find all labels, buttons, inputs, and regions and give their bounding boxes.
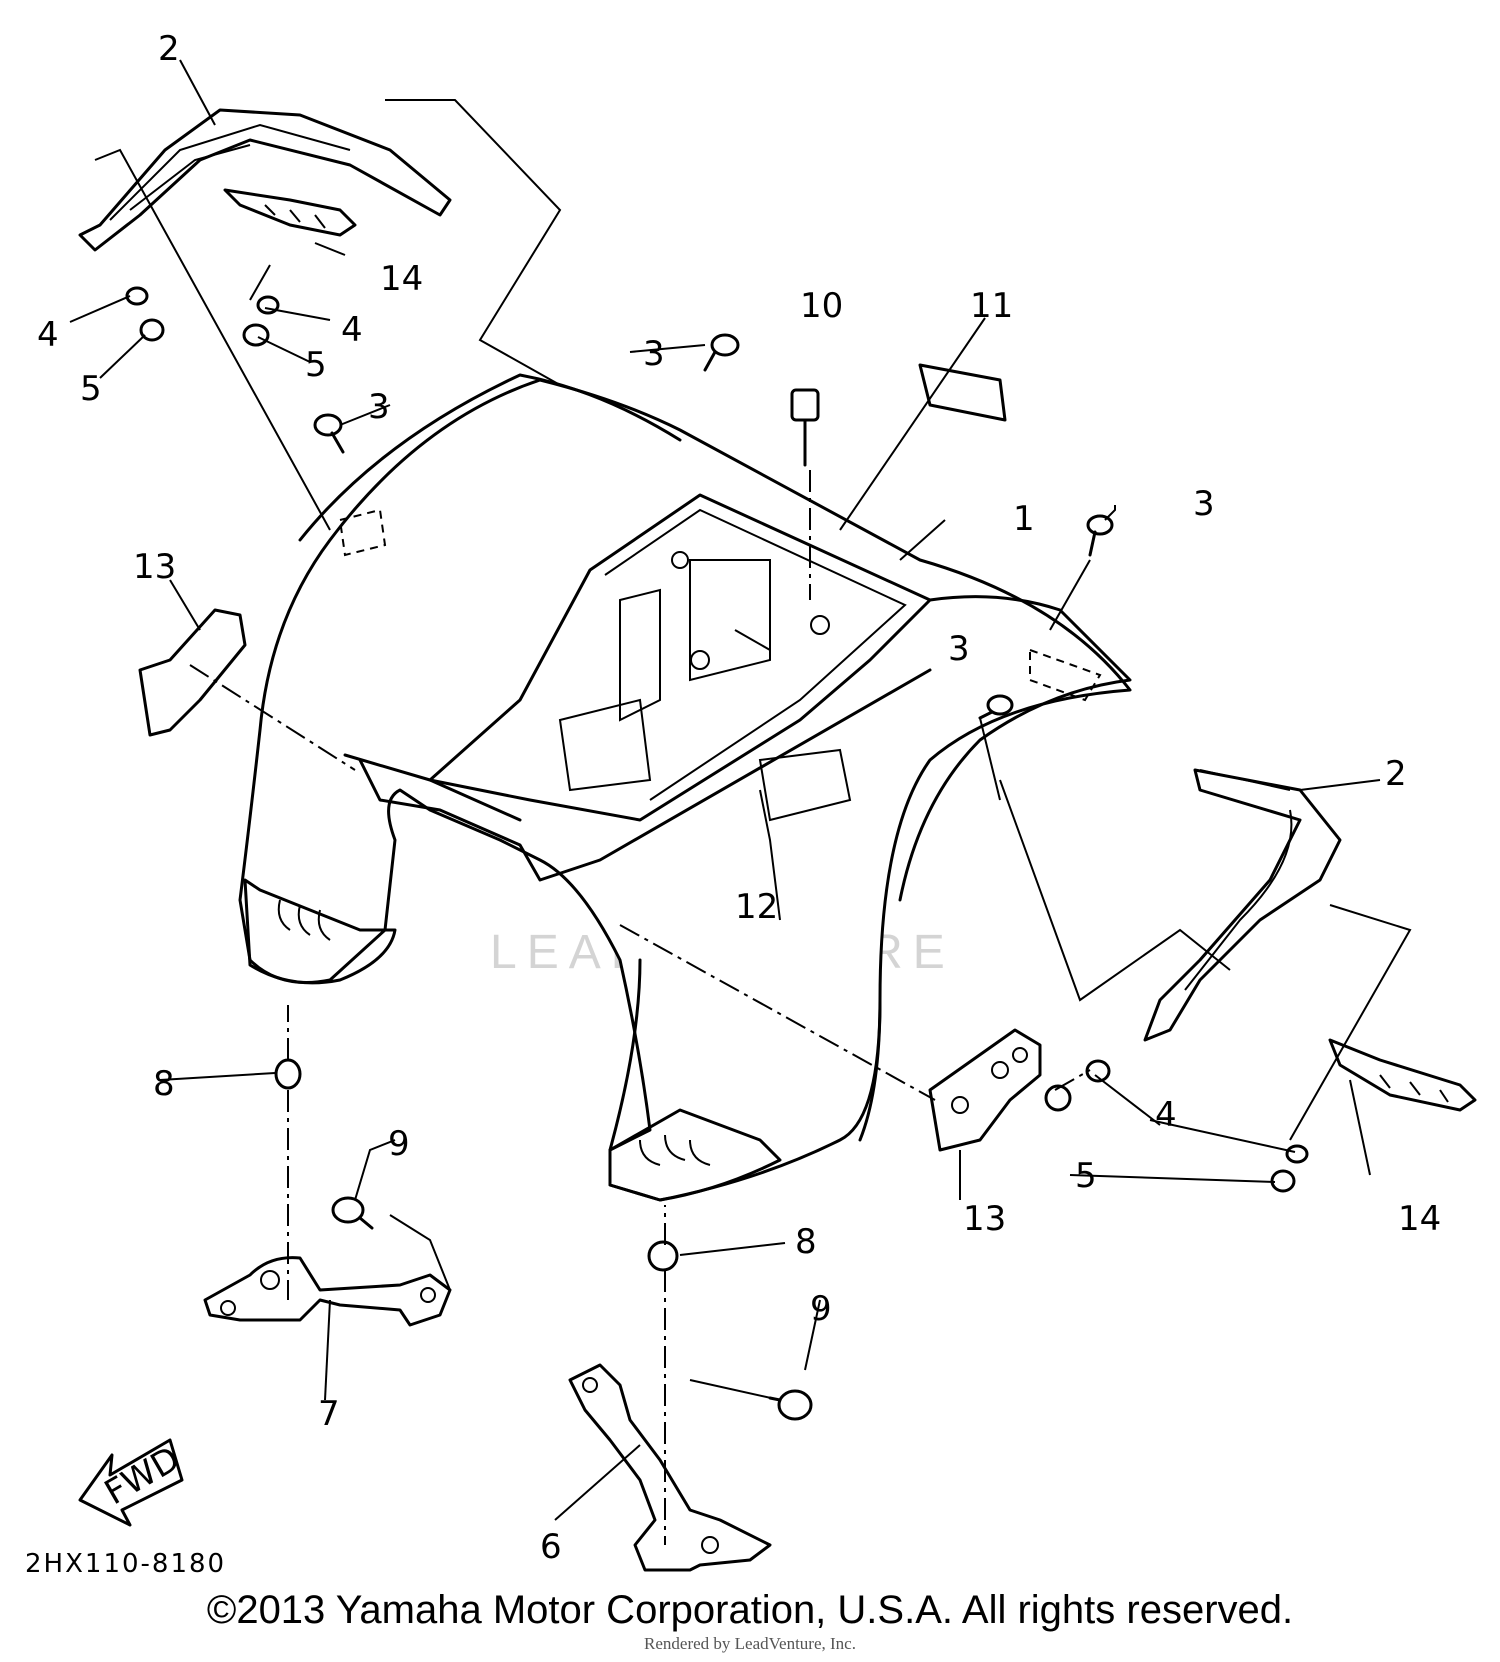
callout-3-right-mid: 3 — [948, 629, 970, 669]
bolt-3-right-top — [1086, 514, 1114, 557]
diagram-part-code: 2HX110-8180 — [25, 1549, 226, 1579]
bolt-9-left — [331, 1196, 374, 1230]
callout-9-left: 9 — [388, 1124, 410, 1164]
render-credit: Rendered by LeadVenture, Inc. — [644, 1634, 856, 1653]
callout-14-right: 14 — [1398, 1199, 1441, 1239]
callout-5-right: 5 — [1075, 1156, 1097, 1196]
callout-5-mid: 5 — [305, 345, 327, 385]
callout-6: 6 — [540, 1527, 562, 1567]
callout-5-left: 5 — [80, 369, 102, 409]
bolt-10 — [790, 388, 820, 467]
leader-lines — [69, 59, 1412, 1545]
callout-10: 10 — [800, 286, 843, 326]
callout-4-left: 4 — [37, 315, 59, 355]
decal-label — [918, 363, 1007, 422]
stay-left — [203, 1256, 452, 1327]
forward-arrow-icon: FWD — [78, 1438, 187, 1527]
callout-8-left: 8 — [153, 1064, 175, 1104]
callout-13-right: 13 — [963, 1199, 1006, 1239]
bracket-left — [138, 608, 247, 737]
callout-4-mid: 4 — [341, 310, 363, 350]
callout-11: 11 — [970, 286, 1013, 326]
bolt-9-right — [768, 1389, 813, 1421]
fender-guard-right — [1143, 768, 1342, 1042]
copyright-notice: ©2013 Yamaha Motor Corporation, U.S.A. A… — [206, 1588, 1294, 1632]
fender-guard-left — [78, 108, 452, 252]
bolt-3-right-mid — [978, 694, 1014, 720]
callout-numbers: 1 2 2 3 3 3 3 4 4 4 5 5 5 6 7 8 8 9 9 10… — [37, 29, 1441, 1567]
callout-9-right: 9 — [810, 1289, 832, 1329]
reflector-upper — [223, 188, 357, 237]
callout-2-right: 2 — [1385, 754, 1407, 794]
callout-8-right: 8 — [795, 1222, 817, 1262]
callout-12: 12 — [735, 887, 778, 927]
stay-right — [568, 1363, 772, 1572]
bolt-3-top — [703, 333, 740, 372]
callout-13-left: 13 — [133, 547, 176, 587]
bolt-3-left — [313, 413, 345, 454]
callout-1: 1 — [1013, 499, 1035, 539]
callout-3-left: 3 — [368, 387, 390, 427]
callout-3-right-top: 3 — [1193, 484, 1215, 524]
reflector-right — [1328, 1038, 1477, 1112]
bracket-right — [928, 1028, 1042, 1152]
callout-4-right: 4 — [1155, 1095, 1177, 1135]
callout-2-top: 2 — [158, 29, 180, 69]
callout-7: 7 — [318, 1394, 340, 1434]
rear-fender — [238, 373, 1132, 1202]
callout-3-top: 3 — [643, 334, 665, 374]
callout-14-top: 14 — [380, 259, 423, 299]
